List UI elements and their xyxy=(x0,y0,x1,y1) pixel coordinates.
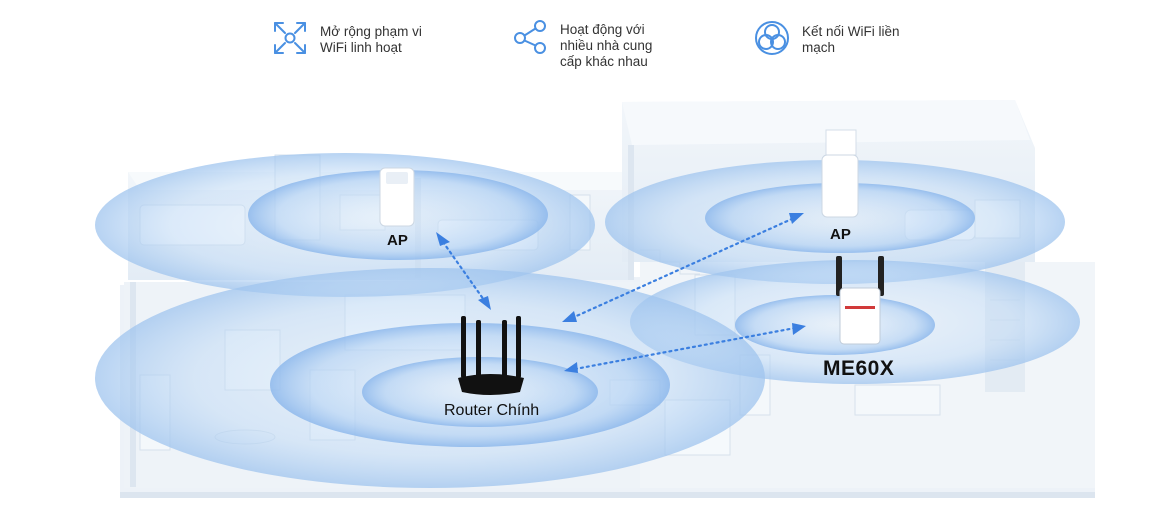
feature-seamless-wifi: Kết nối WiFi liền mạch xyxy=(754,20,900,56)
link-router-ap-right xyxy=(570,216,796,320)
me60x-device xyxy=(836,256,884,345)
ap-left-device xyxy=(379,167,415,227)
feature-extend-range: Mở rộng phạm vi WiFi linh hoạt xyxy=(272,20,422,56)
ap-left-label: AP xyxy=(387,232,408,249)
share-nodes-icon xyxy=(514,20,546,54)
coverage-upper-right-inner xyxy=(705,183,975,253)
coverage-lower-right-inner xyxy=(735,295,935,355)
link-router-me60x xyxy=(573,326,797,371)
router-device xyxy=(458,316,524,395)
expand-arrows-icon xyxy=(274,22,306,54)
wifi-rings-icon xyxy=(755,21,789,55)
feature-multi-provider: Hoạt động với nhiều nhà cung cấp khác nh… xyxy=(512,18,652,70)
connection-links xyxy=(436,213,806,373)
ap-right-device xyxy=(821,129,859,218)
ap-right-label: AP xyxy=(830,226,851,243)
feature-seamless-wifi-text: Kết nối WiFi liền mạch xyxy=(802,24,900,55)
feature-multi-provider-text: Hoạt động với nhiều nhà cung cấp khác nh… xyxy=(560,22,653,69)
me60x-label: ME60X xyxy=(823,357,895,380)
feature-extend-range-text: Mở rộng phạm vi WiFi linh hoạt xyxy=(320,24,422,55)
link-router-ap-left xyxy=(441,240,486,302)
router-label: Router Chính xyxy=(444,402,540,419)
